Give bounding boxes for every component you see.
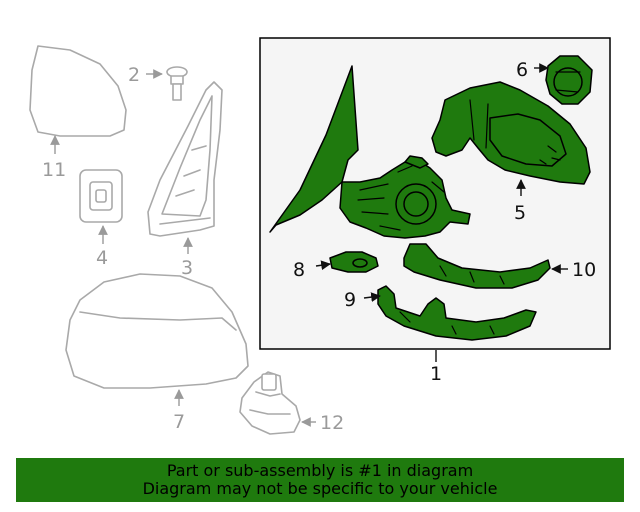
callout-2[interactable]: 2 xyxy=(128,64,140,86)
callout-6[interactable]: 6 xyxy=(516,59,528,81)
part-3-sail-cover[interactable] xyxy=(147,81,223,237)
part-2-screw[interactable] xyxy=(166,66,188,101)
part-11-mirror-glass[interactable] xyxy=(29,45,127,137)
callout-1[interactable]: 1 xyxy=(430,363,442,385)
mirror-base-assembly[interactable] xyxy=(269,65,471,239)
banner-line-2: Diagram may not be specific to your vehi… xyxy=(142,479,498,498)
part-6-motor[interactable] xyxy=(545,55,593,105)
callout-11[interactable]: 11 xyxy=(42,159,66,181)
part-5-mirror-housing[interactable] xyxy=(431,81,591,185)
info-banner: Part or sub-assembly is #1 in diagram Di… xyxy=(16,458,624,502)
banner-line-1: Part or sub-assembly is #1 in diagram xyxy=(166,461,474,480)
callout-3[interactable]: 3 xyxy=(181,257,193,279)
callout-7[interactable]: 7 xyxy=(173,411,185,433)
callout-12[interactable]: 12 xyxy=(320,412,344,434)
callout-5[interactable]: 5 xyxy=(514,202,526,224)
part-9-light-guide[interactable] xyxy=(377,285,537,341)
part-7-cover-cap[interactable] xyxy=(65,273,249,389)
callout-8[interactable]: 8 xyxy=(293,259,305,281)
callout-10[interactable]: 10 xyxy=(572,259,596,281)
callout-9[interactable]: 9 xyxy=(344,289,356,311)
callout-4[interactable]: 4 xyxy=(96,247,108,269)
part-10-turn-signal[interactable] xyxy=(403,243,551,289)
part-12-connector[interactable] xyxy=(239,371,301,435)
part-8-bracket[interactable] xyxy=(329,251,379,273)
part-4-seal[interactable] xyxy=(79,169,123,223)
